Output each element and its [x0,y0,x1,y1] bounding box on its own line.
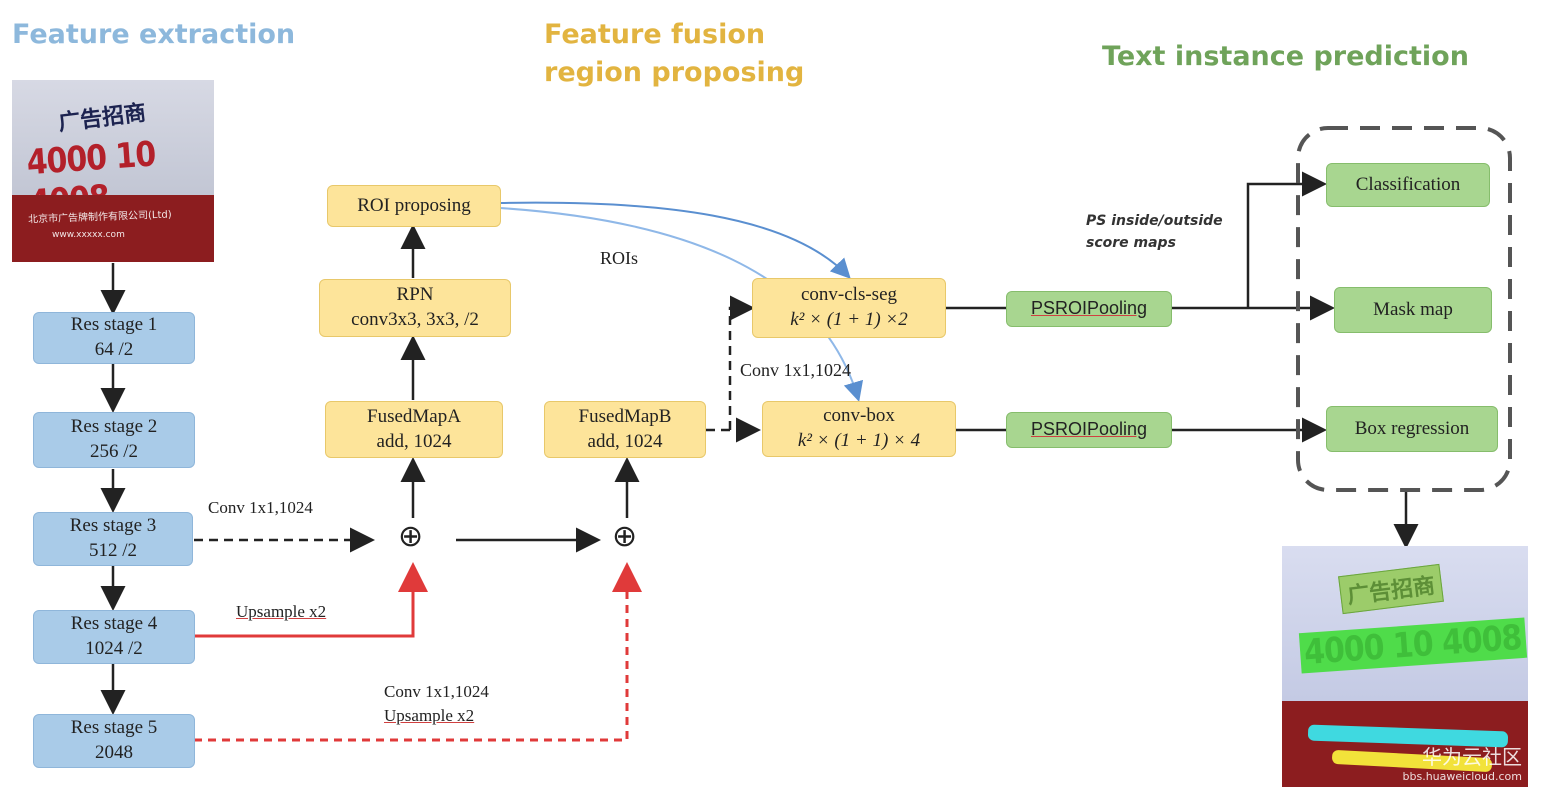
res-stage-1-name: Res stage 1 [70,314,158,336]
label-ps-score-maps: PS inside/outside score maps [1086,210,1223,255]
res-stage-5-name: Res stage 5 [70,717,158,739]
label-conv-heads: Conv 1x1,1024 [740,360,852,380]
rpn-box: RPN conv3x3, 3x3, /2 [319,279,511,337]
conv-cls-seg-label: conv-cls-seg [800,284,898,306]
res-stage-4-value: 1024 /2 [85,638,143,659]
input-image-small-line2: www.xxxxx.com [52,230,125,240]
res-stage-2: Res stage 2 256 /2 [33,412,195,468]
label-upsample-stage5: Upsample x2 [384,706,475,725]
fused-map-b-params: add, 1024 [587,430,663,452]
res-stage-5: Res stage 5 2048 [33,714,195,768]
section-title-fusion-line2: region proposing [544,56,805,88]
res-stage-2-name: Res stage 2 [70,416,158,438]
label-rois: ROIs [600,248,639,268]
res-stage-4-name: Res stage 4 [70,613,158,635]
box-regression-label: Box regression [1354,417,1470,439]
watermark: 华为云社区 bbs.huaweicloud.com [1403,741,1522,783]
res-stage-3: Res stage 3 512 /2 [33,512,193,566]
label-conv-stage3: Conv 1x1,1024 [208,498,313,517]
label-conv-stage5: Conv 1x1,1024 [384,682,489,701]
fused-map-a-box: FusedMapA add, 1024 [325,401,503,458]
psroi-pooling-cls: PSROIPooling [1006,291,1172,327]
fused-map-a-label: FusedMapA [367,405,461,427]
res-stage-1: Res stage 1 64 /2 [33,312,195,364]
section-title-text-instance-prediction: Text instance prediction [1102,41,1469,72]
output-image: 广告招商 4000 10 4008 华为云社区 bbs.huaweicloud.… [1282,546,1528,787]
rpn-params: conv3x3, 3x3, /2 [351,309,479,330]
mask-map-label: Mask map [1373,298,1453,320]
conv-box-formula: k² × (1 + 1) × 4 [797,430,921,451]
fused-map-b-label: FusedMapB [578,405,672,427]
psroi-pooling-cls-label: PSROIPooling [1030,298,1148,319]
watermark-name: 华为云社区 [1422,745,1522,769]
conv-box-label: conv-box [823,405,895,427]
res-stage-3-value: 512 /2 [88,540,138,561]
res-stage-4: Res stage 4 1024 /2 [33,610,195,664]
res-stage-2-value: 256 /2 [89,441,139,462]
fused-map-a-params: add, 1024 [376,430,452,452]
psroi-pooling-box-label: PSROIPooling [1030,419,1148,440]
conv-cls-seg-box: conv-cls-seg k² × (1 + 1) ×2 [752,278,946,338]
classification-label: Classification [1355,173,1461,195]
label-ps-line1: PS inside/outside [1086,213,1223,229]
conv-box-box: conv-box k² × (1 + 1) × 4 [762,401,956,457]
roi-proposing-label: ROI proposing [357,194,471,216]
conv-cls-seg-formula: k² × (1 + 1) ×2 [790,309,908,330]
res-stage-3-name: Res stage 3 [69,515,157,537]
add-operator-a: ⊕ [398,519,424,554]
rpn-label: RPN [396,284,434,306]
mask-map-box: Mask map [1334,287,1492,333]
label-ps-line2: score maps [1086,235,1176,252]
classification-box: Classification [1326,163,1490,207]
section-title-feature-fusion: Feature fusion region proposing [544,16,804,92]
add-operator-b: ⊕ [612,519,638,554]
res-stage-5-value: 2048 [95,742,133,763]
roi-proposing-box: ROI proposing [327,185,501,227]
input-image: 广告招商 4000 10 4008 北京市广告牌制作有限公司(Ltd) www.… [12,80,214,262]
section-title-fusion-line1: Feature fusion [544,19,766,50]
section-title-feature-extraction: Feature extraction [12,19,296,50]
psroi-pooling-box: PSROIPooling [1006,412,1172,448]
box-regression-box: Box regression [1326,406,1498,452]
res-stage-1-value: 64 /2 [94,339,134,360]
watermark-url: bbs.huaweicloud.com [1402,770,1522,783]
label-upsample-stage4: Upsample x2 [236,602,327,621]
fused-map-b-box: FusedMapB add, 1024 [544,401,706,458]
